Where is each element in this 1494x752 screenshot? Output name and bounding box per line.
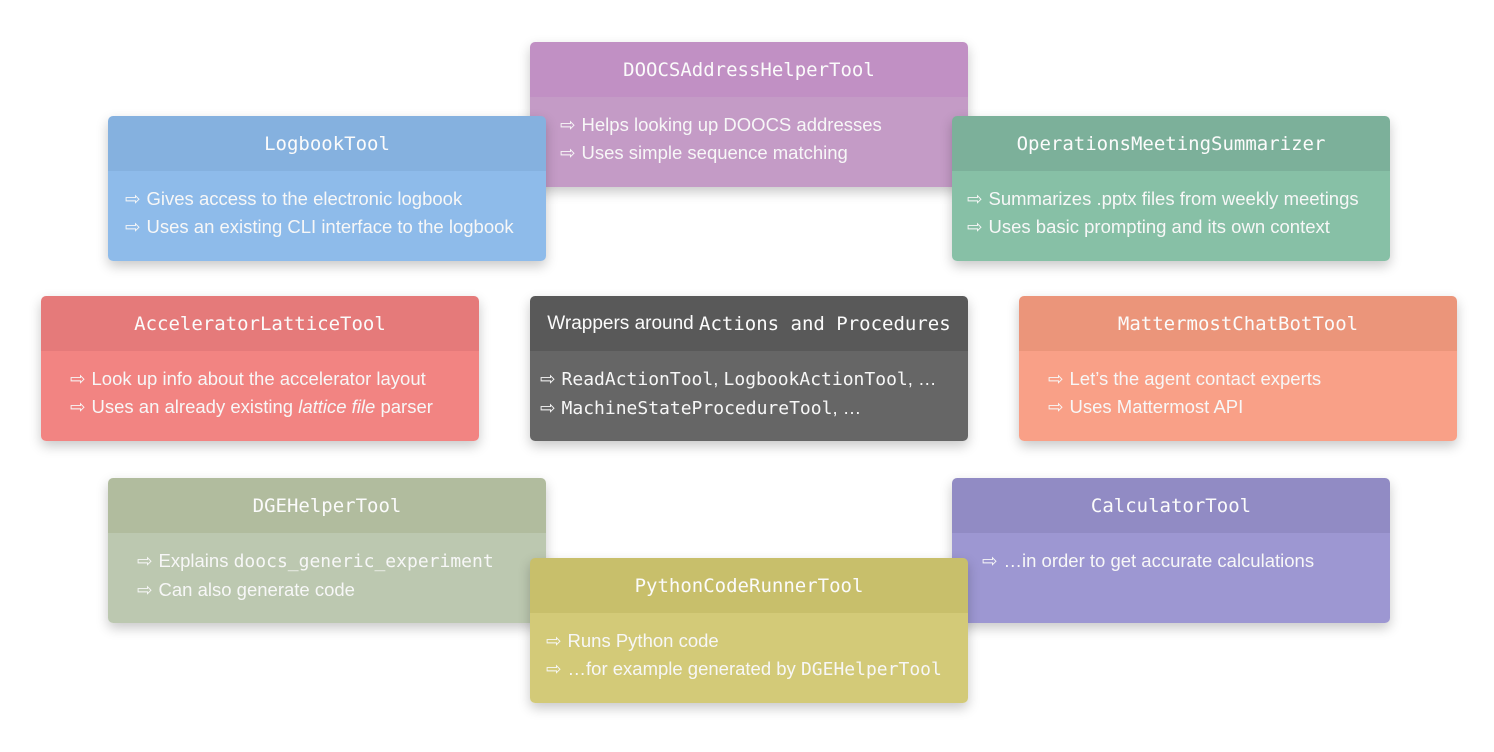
card-body: ⇨Look up info about the accelerator layo… bbox=[41, 351, 479, 441]
card-body: ⇨Summarizes .pptx files from weekly meet… bbox=[952, 171, 1390, 261]
list-item: ⇨Runs Python code bbox=[546, 630, 719, 651]
calculator-tool-card: CalculatorTool ⇨…in order to get accurat… bbox=[952, 478, 1390, 623]
card-body: ⇨Helps looking up DOOCS addresses ⇨Uses … bbox=[530, 97, 968, 187]
arrow-icon: ⇨ bbox=[546, 630, 562, 651]
card-title: CalculatorTool bbox=[952, 478, 1390, 533]
arrow-icon: ⇨ bbox=[125, 216, 141, 237]
card-body: ⇨ReadActionTool, LogbookActionTool, … ⇨M… bbox=[530, 351, 968, 441]
card-body: ⇨Let’s the agent contact experts ⇨Uses M… bbox=[1019, 351, 1457, 441]
list-item: ⇨Explains doocs_generic_experiment bbox=[137, 550, 494, 572]
mattermost-chatbot-tool-card: MattermostChatBotTool ⇨Let’s the agent c… bbox=[1019, 296, 1457, 441]
list-item: ⇨…in order to get accurate calculations bbox=[982, 550, 1315, 571]
card-title: PythonCodeRunnerTool bbox=[530, 558, 968, 613]
logbook-tool-card: LogbookTool ⇨Gives access to the electro… bbox=[108, 116, 546, 261]
operations-meeting-summarizer-card: OperationsMeetingSummarizer ⇨Summarizes … bbox=[952, 116, 1390, 261]
card-title: DGEHelperTool bbox=[108, 478, 546, 533]
arrow-icon: ⇨ bbox=[540, 368, 556, 389]
card-body: ⇨Explains doocs_generic_experiment ⇨Can … bbox=[108, 533, 546, 623]
card-title: Wrappers around Actions and Procedures bbox=[530, 296, 968, 351]
list-item: ⇨Helps looking up DOOCS addresses bbox=[560, 114, 882, 135]
list-item: ⇨Look up info about the accelerator layo… bbox=[70, 368, 426, 389]
arrow-icon: ⇨ bbox=[70, 368, 86, 389]
card-title: AcceleratorLatticeTool bbox=[41, 296, 479, 351]
arrow-icon: ⇨ bbox=[70, 396, 86, 417]
arrow-icon: ⇨ bbox=[137, 579, 153, 600]
dge-helper-tool-card: DGEHelperTool ⇨Explains doocs_generic_ex… bbox=[108, 478, 546, 623]
arrow-icon: ⇨ bbox=[1048, 368, 1064, 389]
list-item: ⇨MachineStateProcedureTool, … bbox=[540, 397, 862, 419]
card-title: LogbookTool bbox=[108, 116, 546, 171]
arrow-icon: ⇨ bbox=[546, 658, 562, 679]
arrow-icon: ⇨ bbox=[560, 142, 576, 163]
arrow-icon: ⇨ bbox=[982, 550, 998, 571]
list-item: ⇨Uses basic prompting and its own contex… bbox=[967, 216, 1330, 237]
arrow-icon: ⇨ bbox=[137, 550, 153, 571]
list-item: ⇨Uses simple sequence matching bbox=[560, 142, 848, 163]
arrow-icon: ⇨ bbox=[125, 188, 141, 209]
card-title: OperationsMeetingSummarizer bbox=[952, 116, 1390, 171]
arrow-icon: ⇨ bbox=[1048, 396, 1064, 417]
list-item: ⇨Uses an already existing lattice file p… bbox=[70, 396, 433, 417]
list-item: ⇨Can also generate code bbox=[137, 579, 355, 600]
doocs-address-helper-card: DOOCSAddressHelperTool ⇨Helps looking up… bbox=[530, 42, 968, 187]
arrow-icon: ⇨ bbox=[967, 216, 983, 237]
card-body: ⇨…in order to get accurate calculations bbox=[952, 533, 1390, 623]
list-item: ⇨Uses Mattermost API bbox=[1048, 396, 1244, 417]
list-item: ⇨Let’s the agent contact experts bbox=[1048, 368, 1322, 389]
list-item: ⇨Gives access to the electronic logbook bbox=[125, 188, 463, 209]
arrow-icon: ⇨ bbox=[967, 188, 983, 209]
list-item: ⇨ReadActionTool, LogbookActionTool, … bbox=[540, 368, 937, 390]
arrow-icon: ⇨ bbox=[560, 114, 576, 135]
list-item: ⇨Summarizes .pptx files from weekly meet… bbox=[967, 188, 1359, 209]
card-title: DOOCSAddressHelperTool bbox=[530, 42, 968, 97]
list-item: ⇨…for example generated by DGEHelperTool bbox=[546, 658, 942, 680]
card-title: MattermostChatBotTool bbox=[1019, 296, 1457, 351]
list-item: ⇨Uses an existing CLI interface to the l… bbox=[125, 216, 514, 237]
accelerator-lattice-tool-card: AcceleratorLatticeTool ⇨Look up info abo… bbox=[41, 296, 479, 441]
arrow-icon: ⇨ bbox=[540, 397, 556, 418]
card-body: ⇨Gives access to the electronic logbook … bbox=[108, 171, 546, 261]
card-body: ⇨Runs Python code ⇨…for example generate… bbox=[530, 613, 968, 703]
wrappers-card: Wrappers around Actions and Procedures ⇨… bbox=[530, 296, 968, 441]
python-code-runner-tool-card: PythonCodeRunnerTool ⇨Runs Python code ⇨… bbox=[530, 558, 968, 703]
